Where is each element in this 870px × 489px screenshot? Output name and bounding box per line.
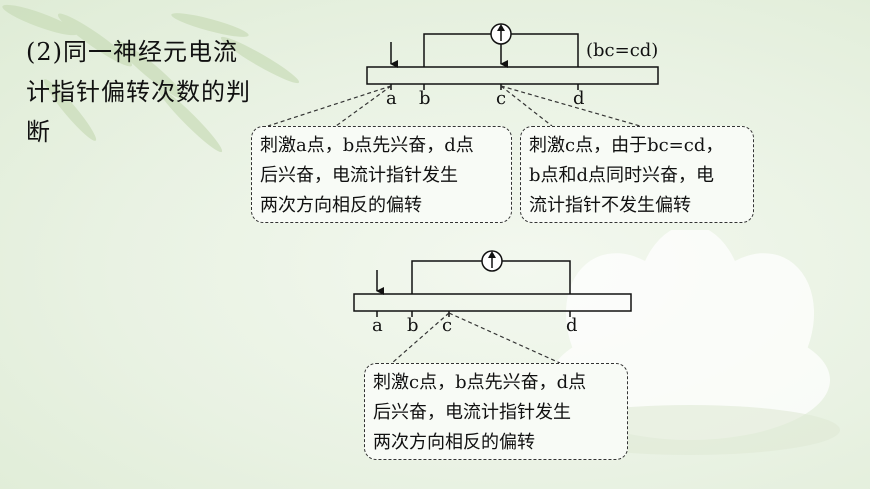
explanation-box-stimulate-c-unequal: 刺激c点，b点先兴奋，d点 后兴奋，电流计指针发生 两次方向相反的偏转	[364, 363, 628, 460]
point-label-c: c	[442, 315, 452, 336]
point-label-a: a	[386, 88, 397, 109]
point-label-a: a	[372, 315, 383, 336]
nerve-fiber-1	[366, 66, 659, 85]
diagram-1: a b c d (bc=cd)	[267, 23, 659, 127]
explanation-box-stimulate-c: 刺激c点，由于bc=cd， b点和d点同时兴奋，电 流计指针不发生偏转	[520, 126, 754, 223]
point-label-c: c	[496, 88, 506, 109]
nerve-fiber-2	[353, 293, 632, 312]
point-label-b: b	[419, 88, 431, 109]
condition-label: (bc=cd)	[586, 40, 658, 61]
point-label-d: d	[573, 88, 585, 109]
willow-leaves-decoration	[2, 4, 300, 153]
section-heading: (2)同一神经元电流计指针偏转次数的判断	[26, 38, 251, 146]
explanation-box-stimulate-a: 刺激a点，b点先兴奋，d点 后兴奋，电流计指针发生 两次方向相反的偏转	[251, 126, 512, 223]
point-label-b: b	[407, 315, 419, 336]
diagram-2: a b c d	[353, 250, 632, 364]
point-label-d: d	[566, 315, 578, 336]
